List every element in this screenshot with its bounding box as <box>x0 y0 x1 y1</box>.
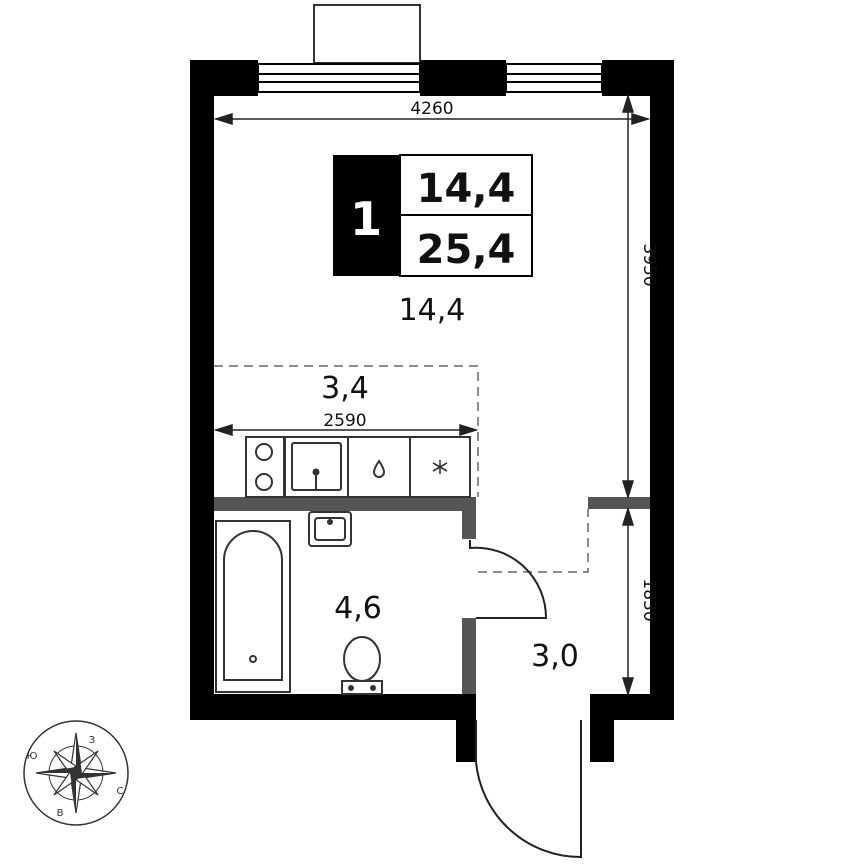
compass-letter-south: В <box>57 808 64 819</box>
balcony <box>313 4 421 64</box>
compass-letter-east: С <box>117 786 124 797</box>
badge-living-area: 14,4 <box>417 166 516 212</box>
outer-walls <box>190 60 674 762</box>
compass-letter-west: Ю <box>27 751 38 762</box>
toilet-icon <box>341 636 383 695</box>
badge-room-count: 1 <box>350 192 382 246</box>
bathroom-door <box>469 540 548 619</box>
partitions <box>214 497 650 694</box>
fridge-icon <box>409 436 471 498</box>
entrance-door <box>475 720 582 859</box>
washbasin-icon <box>308 511 352 547</box>
badge-total-area: 25,4 <box>417 227 516 273</box>
dim-kitchen-width: 2590 <box>323 411 366 431</box>
compass-icon: З С В Ю <box>23 720 129 826</box>
apartment-badge: 1 14,4 25,4 <box>333 154 533 277</box>
doors <box>469 540 582 859</box>
kitchen-unit <box>245 436 471 498</box>
zone-lines <box>214 365 589 573</box>
badge-room-count-box <box>333 155 400 276</box>
room-area-hallway: 3,0 <box>531 639 579 674</box>
dim-height-living: 3950 <box>639 243 659 286</box>
dimension-lines <box>213 93 651 697</box>
dishwasher-icon <box>347 436 411 498</box>
bathroom-fixtures <box>215 511 383 695</box>
stove-icon <box>245 436 285 498</box>
room-area-bathroom: 4,6 <box>334 591 382 626</box>
compass-letter-north: З <box>89 735 95 746</box>
windows <box>257 63 603 93</box>
dim-height-hall: 1830 <box>639 578 659 621</box>
dim-width-total: 4260 <box>410 99 453 119</box>
room-area-kitchen: 3,4 <box>321 371 369 406</box>
bathtub-icon <box>215 520 291 693</box>
room-area-living: 14,4 <box>399 293 466 328</box>
